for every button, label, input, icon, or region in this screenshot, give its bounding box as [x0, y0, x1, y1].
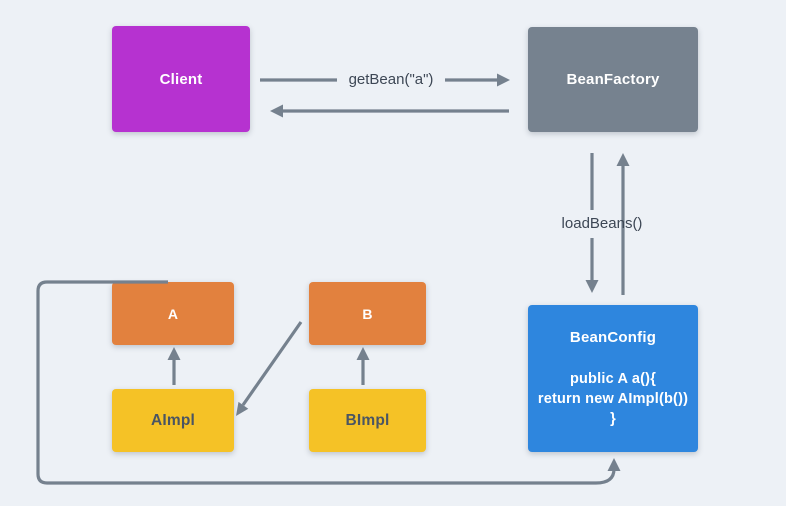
node-bean-config-label: BeanConfig — [569, 328, 657, 346]
edge-b-to-aimpl-arrow — [236, 321, 303, 416]
bean-config-code-line-1: public A a(){ — [569, 370, 657, 387]
node-client-label: Client — [159, 70, 203, 88]
node-a: A — [112, 282, 234, 345]
node-bean-factory: BeanFactory — [528, 27, 698, 132]
node-b-impl-label: BImpl — [345, 411, 390, 429]
node-a-impl-label: AImpl — [150, 411, 196, 429]
bean-config-code-line-2: return new AImpl(b()) — [537, 390, 689, 407]
node-b: B — [309, 282, 426, 345]
edge-label-loadbeans: loadBeans() — [561, 215, 643, 232]
node-b-impl: BImpl — [309, 389, 426, 452]
edge-return-bean-arrow — [270, 104, 509, 118]
node-a-label: A — [167, 305, 179, 322]
node-client: Client — [112, 26, 250, 132]
edge-label-getbean: getBean("a") — [348, 71, 434, 88]
node-bean-config: BeanConfig public A a(){ return new AImp… — [528, 305, 698, 452]
node-bean-factory-label: BeanFactory — [566, 71, 660, 88]
node-b-label: B — [362, 305, 373, 322]
edge-bimpl-to-b-arrow — [356, 347, 370, 385]
edge-aimpl-to-a-arrow — [167, 347, 181, 385]
bean-config-code-line-3: } — [610, 410, 616, 427]
node-a-impl: AImpl — [112, 389, 234, 452]
